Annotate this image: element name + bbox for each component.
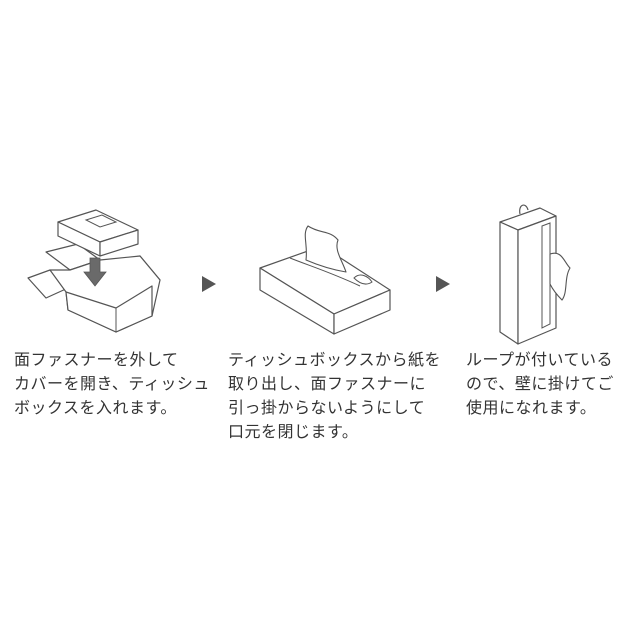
step1-caption: 面ファスナーを外して カバーを開き、ティッシュ ボックスを入れます。 — [14, 348, 210, 420]
step2-caption: ティッシュボックスから紙を 取り出し、面ファスナーに 引っ掛からないようにして … — [228, 348, 441, 444]
caption-line: 口元を閉じます。 — [228, 422, 359, 441]
caption-line: 取り出し、面ファスナーに — [228, 374, 427, 393]
caption-line: ので、壁に掛けてご — [466, 374, 614, 393]
step3-illustration — [499, 204, 571, 345]
caption-line: 引っ掛からないようにして — [228, 398, 426, 417]
caption-line: ティッシュボックスから紙を — [228, 350, 442, 369]
caption-line: ループが付いている — [466, 350, 614, 369]
next-arrow-icon — [436, 276, 450, 292]
caption-line: ボックスを入れます。 — [14, 398, 177, 417]
caption-line: カバーを開き、ティッシュ — [14, 374, 210, 393]
step3-caption: ループが付いている ので、壁に掛けてご 使用になれます。 — [466, 348, 614, 420]
caption-line: 使用になれます。 — [466, 398, 597, 417]
caption-line: 面ファスナーを外して — [14, 350, 179, 369]
step2-illustration — [259, 225, 391, 335]
next-arrow-icon — [202, 276, 216, 292]
step1-illustration — [27, 209, 161, 333]
